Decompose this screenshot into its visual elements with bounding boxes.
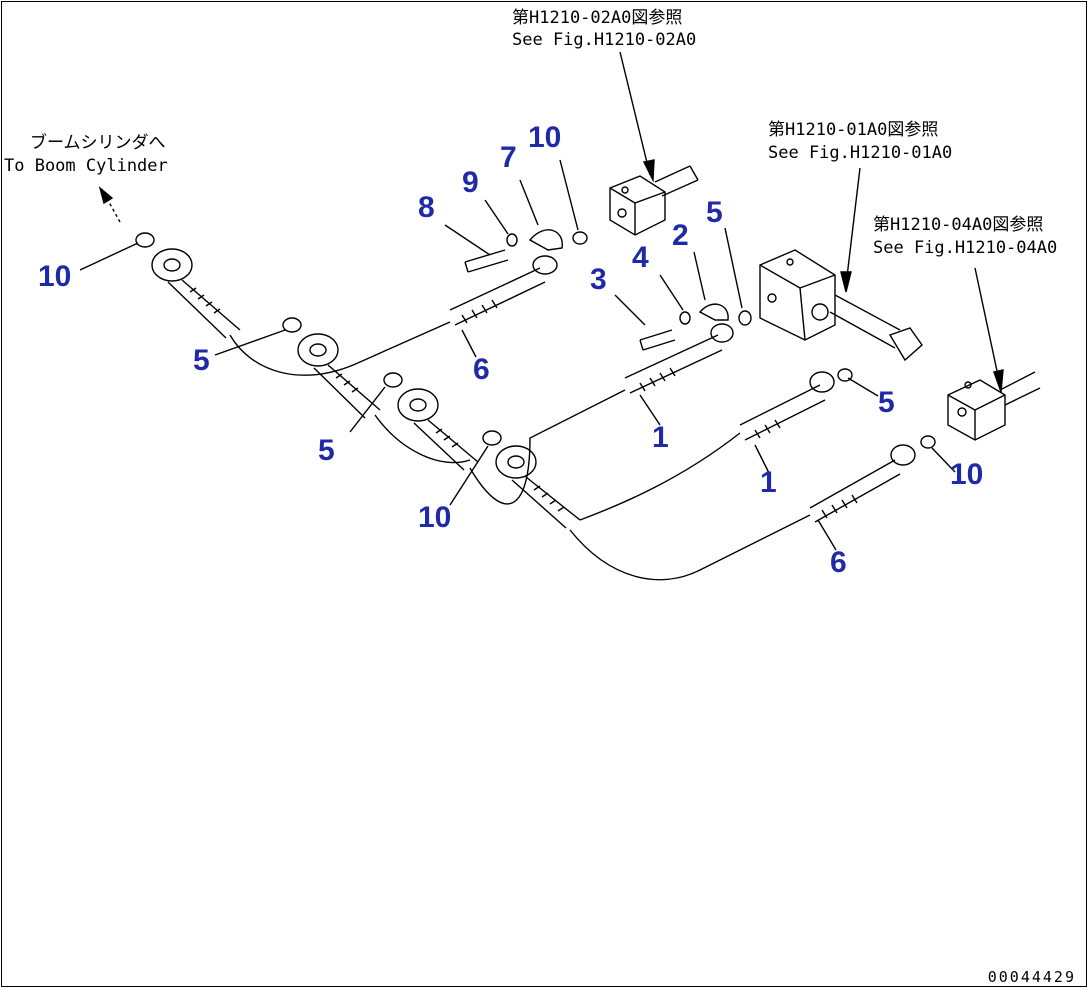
document-id: 00044429 bbox=[987, 968, 1076, 986]
valve-block-middle bbox=[759, 249, 923, 362]
o-ring-10-mid bbox=[482, 430, 502, 446]
split-flange-7 bbox=[528, 229, 563, 251]
callout-3: 3 bbox=[590, 263, 607, 296]
fitting-1b bbox=[739, 371, 835, 441]
hose-6-lower bbox=[569, 514, 811, 581]
fitting-6-upper bbox=[449, 255, 558, 326]
flange-10-mid bbox=[495, 445, 581, 529]
flange-5b bbox=[397, 388, 479, 471]
o-ring-5a bbox=[282, 317, 302, 333]
leader-fig-04a0 bbox=[974, 267, 1001, 386]
hose-1b bbox=[579, 432, 741, 521]
valve-block-upper bbox=[609, 165, 699, 236]
leader-fig-01a0 bbox=[845, 167, 861, 286]
fitting-1a bbox=[624, 323, 734, 394]
split-flange-2 bbox=[698, 303, 729, 321]
ref-boom-en: To Boom Cylinder bbox=[4, 156, 168, 176]
ref-boom-jp: ブームシリンダへ bbox=[30, 133, 166, 153]
hose-5b bbox=[374, 414, 471, 464]
o-ring-left bbox=[135, 232, 155, 248]
callout-2: 2 bbox=[672, 219, 689, 252]
washer-4 bbox=[679, 311, 691, 325]
callout-6-lower: 6 bbox=[830, 546, 847, 579]
callout-5-a: 5 bbox=[193, 344, 210, 377]
bolt-8 bbox=[464, 249, 509, 273]
callout-10-mid: 10 bbox=[418, 501, 452, 534]
callout-7: 7 bbox=[500, 141, 517, 174]
ref-02a0-jp: 第H1210-02A0図参照 bbox=[512, 8, 683, 28]
callout-1-b: 1 bbox=[760, 466, 777, 499]
callout-5-right: 5 bbox=[878, 386, 895, 419]
callout-5-b: 5 bbox=[318, 434, 335, 467]
callout-5-top: 5 bbox=[706, 196, 723, 229]
ref-04a0-jp: 第H1210-04A0図参照 bbox=[873, 215, 1044, 235]
callout-10-top: 10 bbox=[528, 121, 562, 154]
o-ring-10-right bbox=[920, 435, 936, 449]
callout-4: 4 bbox=[632, 241, 649, 274]
bolt-3 bbox=[639, 329, 676, 351]
callout-10-right: 10 bbox=[950, 458, 984, 491]
flange-5a bbox=[297, 333, 381, 419]
hose-6-upper bbox=[229, 321, 451, 376]
flange-left bbox=[151, 248, 241, 339]
washer-9 bbox=[506, 233, 518, 247]
ref-01a0-en: See Fig.H1210-01A0 bbox=[768, 143, 953, 163]
ref-01a0-jp: 第H1210-01A0図参照 bbox=[768, 120, 939, 140]
callout-9: 9 bbox=[462, 166, 479, 199]
o-ring-5-right bbox=[837, 368, 853, 382]
valve-block-right bbox=[947, 371, 1041, 441]
o-ring-10-top bbox=[572, 231, 588, 245]
callout-6-upper: 6 bbox=[473, 353, 490, 386]
callout-10-left: 10 bbox=[38, 260, 72, 293]
ref-02a0-en: See Fig.H1210-02A0 bbox=[512, 30, 697, 50]
ref-04a0-en: See Fig.H1210-04A0 bbox=[873, 238, 1058, 258]
leader-fig-02a0 bbox=[619, 51, 651, 176]
callout-1-a: 1 bbox=[652, 421, 669, 454]
o-ring-5b bbox=[383, 372, 403, 388]
callout-8: 8 bbox=[418, 191, 435, 224]
fitting-6-lower bbox=[809, 444, 916, 523]
o-ring-5-top bbox=[738, 310, 752, 326]
hose-1a bbox=[469, 389, 626, 505]
